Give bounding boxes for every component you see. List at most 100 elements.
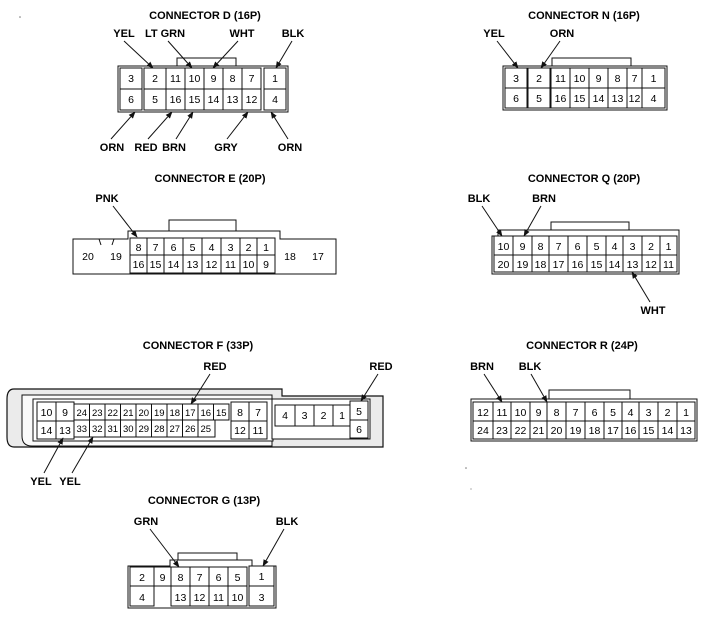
- pin-label: 17: [553, 259, 565, 271]
- pin-label: 16: [572, 259, 584, 271]
- connector-f-wires: RED RED YEL YEL: [30, 361, 392, 488]
- pin-label: 6: [575, 241, 581, 253]
- pin-label: 1: [339, 410, 345, 422]
- pin-label: 13: [187, 259, 199, 271]
- pin-label: 13: [59, 425, 71, 437]
- pin-label: 1: [259, 571, 265, 583]
- pin-label: 14: [609, 259, 621, 271]
- wire-label: LT GRN: [145, 28, 185, 40]
- connector-d-latch: [176, 57, 237, 66]
- pin-label: 3: [228, 242, 234, 254]
- wire-label: BRN: [162, 142, 186, 154]
- pin-label: 17: [607, 425, 619, 437]
- pin-label: 29: [139, 424, 150, 435]
- pin-label: 1: [651, 73, 657, 85]
- pin-label: 19: [517, 259, 529, 271]
- wire-label: BRN: [532, 193, 556, 205]
- connector-q-pins: 10 9 8 7 6 5 4 3 2 1 20 19 18 17 16 15 1…: [493, 235, 678, 273]
- pin-label: 3: [513, 73, 519, 85]
- pin-label: 16: [133, 259, 145, 271]
- pin-label: 3: [646, 407, 652, 419]
- pin-label: 8: [554, 407, 560, 419]
- pin-label: 7: [197, 572, 203, 584]
- connector-d-title: CONNECTOR D (16P): [149, 10, 261, 22]
- pin-label: 23: [496, 425, 508, 437]
- pin-label: 2: [152, 73, 158, 85]
- pin-label: 10: [41, 407, 53, 419]
- pin-label: 6: [216, 572, 222, 584]
- connector-q-wires: BLK BRN WHT: [468, 193, 666, 317]
- pin-label: 23: [92, 408, 103, 419]
- pin-label: 9: [160, 572, 166, 584]
- pin-label: 19: [570, 425, 582, 437]
- wire-label: BLK: [282, 28, 305, 40]
- wire-label: WHT: [640, 305, 665, 317]
- pin-label: 8: [237, 407, 243, 419]
- connector-r-title: CONNECTOR R (24P): [526, 340, 638, 352]
- pin-label: 3: [302, 410, 308, 422]
- pin-label: 20: [498, 259, 510, 271]
- pin-label: 8: [538, 241, 544, 253]
- wire-label: RED: [203, 361, 226, 373]
- connector-e-wires: PNK: [95, 193, 138, 238]
- pin-label: 4: [209, 242, 215, 254]
- pin-label: 18: [535, 259, 547, 271]
- pin-label: 15: [643, 425, 655, 437]
- pin-label: 3: [259, 592, 265, 604]
- pin-label: 10: [574, 73, 586, 85]
- wire-label: ORN: [550, 28, 575, 40]
- pin-label: 14: [41, 425, 53, 437]
- connector-n-title: CONNECTOR N (16P): [528, 10, 640, 22]
- pin-label: 7: [573, 407, 579, 419]
- connector-e-latch: [168, 219, 237, 231]
- pin-label: 13: [612, 93, 624, 105]
- connector-q-title: CONNECTOR Q (20P): [528, 173, 641, 185]
- pin-label: 5: [356, 406, 362, 418]
- pin-label: 5: [594, 241, 600, 253]
- pin-label: 22: [108, 408, 119, 419]
- pin-label: 10: [232, 592, 244, 604]
- pin-label: 5: [152, 94, 158, 106]
- pin-label: 2: [536, 73, 542, 85]
- pin-label: 2: [321, 410, 327, 422]
- connector-n-latch: [551, 57, 632, 66]
- pin-label: 6: [592, 407, 598, 419]
- pin-label: 12: [629, 93, 641, 105]
- wire-label: BLK: [468, 193, 491, 205]
- pin-label: 4: [139, 592, 145, 604]
- pin-label: 20: [139, 408, 150, 419]
- connector-n-wires: YEL ORN: [483, 28, 575, 69]
- wire-label: YEL: [483, 28, 505, 40]
- wire-label: WHT: [229, 28, 254, 40]
- pin-label: 18: [284, 251, 296, 263]
- connector-g-latch: [177, 552, 238, 560]
- pin-label: 7: [556, 241, 562, 253]
- pin-label: 26: [185, 424, 196, 435]
- pin-label: 13: [227, 94, 239, 106]
- pin-label: 20: [82, 251, 94, 263]
- connector-r-pins: 12 11 10 9 8 7 6 5 4 3 2 1 24 23 22 21 2…: [472, 401, 696, 440]
- pin-label: 9: [263, 259, 269, 271]
- wire-label: GRN: [134, 516, 159, 528]
- connector-r-wires: BRN BLK: [470, 361, 548, 403]
- pin-label: 31: [108, 424, 119, 435]
- pin-label: 7: [249, 73, 255, 85]
- pin-label: 2: [648, 241, 654, 253]
- pin-label: 9: [62, 407, 68, 419]
- pin-label: 11: [170, 73, 181, 85]
- pin-label: 5: [610, 407, 616, 419]
- pin-label: 13: [627, 259, 639, 271]
- pin-label: 10: [243, 259, 255, 271]
- pin-label: 16: [625, 425, 637, 437]
- wire-label: ORN: [100, 142, 125, 154]
- pin-label: 8: [178, 572, 184, 584]
- pin-label: 9: [536, 407, 542, 419]
- pin-label: 27: [170, 424, 181, 435]
- pin-label: 1: [263, 242, 269, 254]
- pin-label: 4: [612, 241, 618, 253]
- connector-g: CONNECTOR G (13P) 2 4 9 8 7 6 5 13 12 11…: [127, 495, 298, 609]
- connector-n-pins: 3 2 11 10 9 8 7 1 6 5 16 15 14 13 12 4: [504, 67, 666, 109]
- wire-label: GRY: [214, 142, 238, 154]
- connector-r-latch: [548, 389, 631, 399]
- pin-label: 8: [615, 73, 621, 85]
